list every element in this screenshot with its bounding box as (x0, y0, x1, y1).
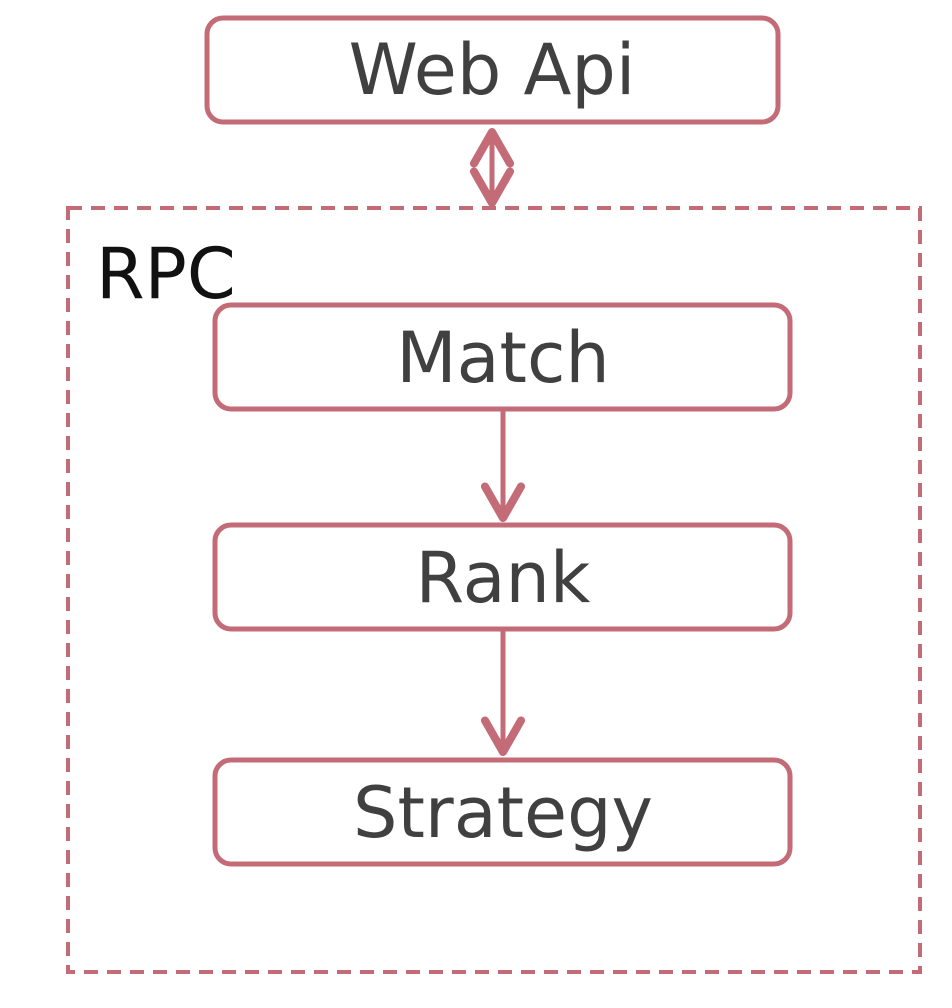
rpc-group-border (66, 206, 922, 974)
node-strategy-box (212, 757, 793, 867)
node-web-api-box (204, 15, 781, 125)
node-match: Match (212, 302, 793, 412)
node-rank-label: Rank (416, 537, 591, 619)
rpc-group-label: RPC (96, 233, 236, 315)
node-rank: Rank (212, 522, 793, 632)
node-strategy-label: Strategy (353, 772, 653, 854)
node-web-api: Web Api (204, 15, 781, 125)
node-web-api-label: Web Api (349, 29, 636, 111)
node-rank-box (212, 522, 793, 632)
node-match-label: Match (396, 317, 610, 399)
node-match-box (212, 302, 793, 412)
node-strategy: Strategy (212, 757, 793, 867)
